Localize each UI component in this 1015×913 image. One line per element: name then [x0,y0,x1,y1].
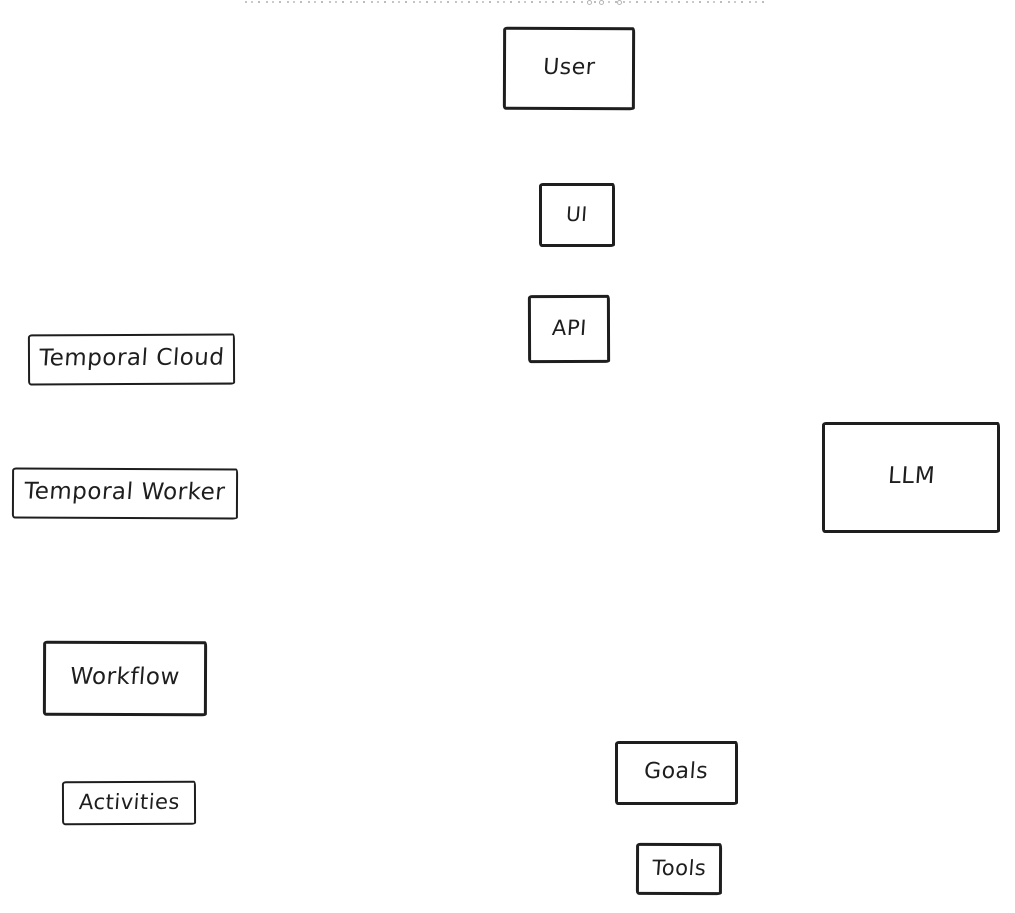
clipped-text-descender [587,0,592,5]
clipped-text-dashes [245,1,770,3]
node-temporal-worker[interactable]: Temporal Worker [11,467,239,520]
node-workflow-label: Workflow [69,663,181,691]
node-workflow[interactable]: Workflow [42,640,208,717]
clipped-text-descender [617,0,622,5]
node-goals-label: Goals [643,759,710,784]
clipped-text-fragment [245,0,770,5]
node-api-label: API [550,315,588,340]
node-activities-label: Activities [77,789,181,814]
node-temporal-cloud-label: Temporal Cloud [38,344,226,372]
node-tools-label: Tools [651,855,708,880]
node-goals[interactable]: Goals [615,741,738,805]
clipped-text-descender [599,0,604,5]
node-tools[interactable]: Tools [635,842,723,896]
node-api[interactable]: API [527,294,611,364]
node-ui-label: UI [565,202,589,226]
node-temporal-cloud[interactable]: Temporal Cloud [27,333,236,386]
node-activities[interactable]: Activities [61,780,197,826]
node-user[interactable]: User [502,26,636,111]
node-llm[interactable]: LLM [822,422,1000,533]
node-llm-label: LLM [886,463,936,489]
node-temporal-worker-label: Temporal Worker [23,478,227,506]
node-user-label: User [542,54,597,80]
node-ui[interactable]: UI [539,183,615,247]
